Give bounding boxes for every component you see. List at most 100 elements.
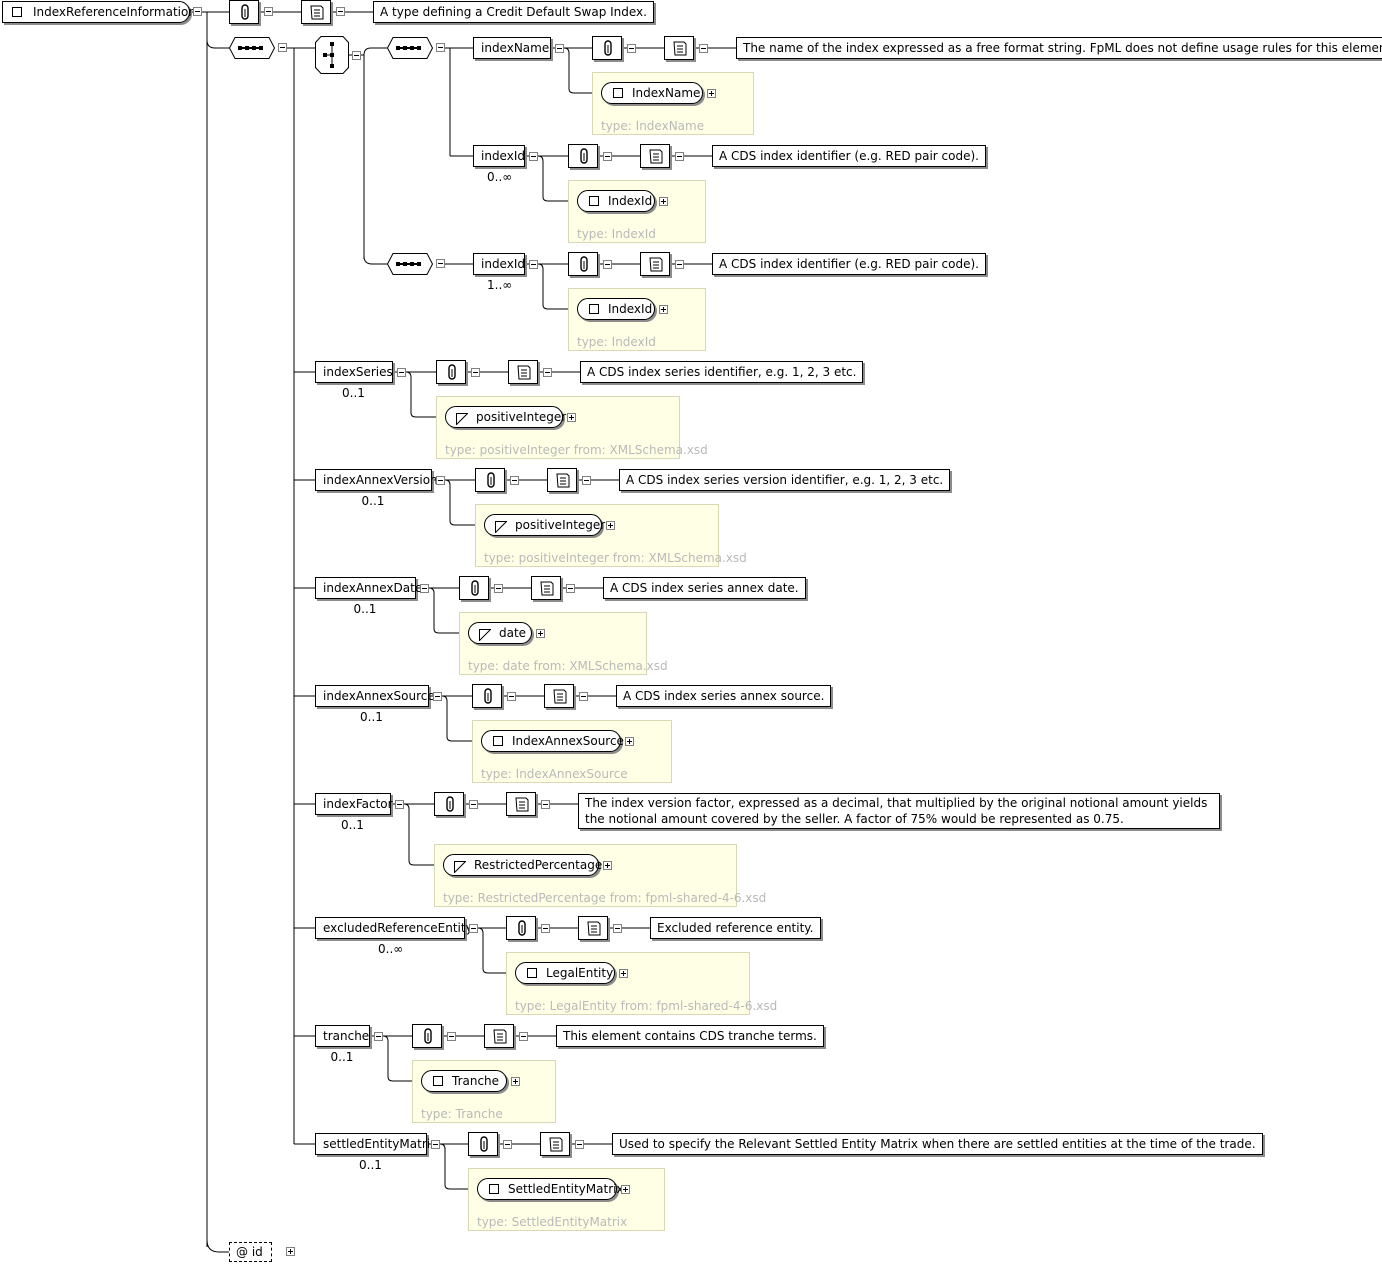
type-name: positiveInteger xyxy=(515,518,606,532)
collapse-toggle[interactable] xyxy=(529,260,538,269)
element-node-indexFactor[interactable]: indexFactor xyxy=(315,793,393,815)
connector-curve xyxy=(382,1035,421,1082)
collapse-toggle[interactable] xyxy=(627,44,636,53)
expand-toggle[interactable] xyxy=(606,521,615,530)
collapse-toggle[interactable] xyxy=(510,476,519,485)
collapse-toggle[interactable] xyxy=(193,7,202,16)
collapse-toggle[interactable] xyxy=(264,7,273,16)
collapse-toggle[interactable] xyxy=(603,260,612,269)
collapse-toggle[interactable] xyxy=(278,43,287,52)
collapse-toggle[interactable] xyxy=(541,800,550,809)
expand-toggle[interactable] xyxy=(619,969,628,978)
collapse-toggle[interactable] xyxy=(436,259,445,268)
collapse-toggle[interactable] xyxy=(575,1140,584,1149)
type-reference-IndexName[interactable]: IndexName xyxy=(601,82,703,104)
collapse-toggle[interactable] xyxy=(541,924,550,933)
type-label: type: date from: XMLSchema.xsd xyxy=(468,659,668,673)
collapse-toggle[interactable] xyxy=(469,924,478,933)
sequence-compositor-icon[interactable] xyxy=(386,37,434,59)
collapse-toggle[interactable] xyxy=(543,368,552,377)
element-node-indexName[interactable]: indexName xyxy=(473,37,551,59)
collapse-toggle[interactable] xyxy=(555,44,564,53)
sequence-compositor-icon[interactable] xyxy=(386,253,434,275)
expand-toggle[interactable] xyxy=(625,737,634,746)
connector-curve xyxy=(444,479,484,526)
type-reference-RestrictedPercentage[interactable]: RestrictedPercentage xyxy=(443,854,602,876)
type-label: type: LegalEntity from: fpml-shared-4-6.… xyxy=(515,999,778,1013)
connector-curve xyxy=(428,587,468,634)
expand-toggle[interactable] xyxy=(511,1077,520,1086)
type-reference-Tranche[interactable]: Tranche xyxy=(421,1070,507,1092)
collapse-toggle[interactable] xyxy=(507,692,516,701)
collapse-toggle[interactable] xyxy=(433,692,442,701)
type-name: SettledEntityMatrix xyxy=(508,1182,624,1196)
collapse-toggle[interactable] xyxy=(397,368,406,377)
attribute-id[interactable]: @ id xyxy=(229,1242,272,1262)
connector-curve xyxy=(563,47,601,94)
complex-type-icon xyxy=(589,196,599,206)
expand-toggle[interactable] xyxy=(603,861,612,870)
element-node-settledEntityMatrix[interactable]: settledEntityMatrix xyxy=(315,1133,437,1155)
collapse-toggle[interactable] xyxy=(494,584,503,593)
annotation-icon xyxy=(592,36,622,60)
collapse-toggle[interactable] xyxy=(519,1032,528,1041)
collapse-toggle[interactable] xyxy=(436,43,445,52)
type-reference-IndexId[interactable]: IndexId xyxy=(577,298,655,320)
collapse-toggle[interactable] xyxy=(431,1140,440,1149)
expand-toggle[interactable] xyxy=(567,413,576,422)
type-reference-positiveInteger[interactable]: positiveInteger xyxy=(445,406,566,428)
collapse-toggle[interactable] xyxy=(579,692,588,701)
expand-toggle[interactable] xyxy=(621,1185,630,1194)
type-reference-positiveInteger[interactable]: positiveInteger xyxy=(484,514,606,536)
collapse-toggle[interactable] xyxy=(374,1032,383,1041)
collapse-toggle[interactable] xyxy=(471,368,480,377)
expand-toggle[interactable] xyxy=(536,629,545,638)
type-reference-LegalEntity[interactable]: LegalEntity xyxy=(515,962,615,984)
type-label: type: SettledEntityMatrix xyxy=(477,1215,628,1229)
expand-toggle[interactable] xyxy=(659,305,668,314)
element-node-excludedReferenceEntity[interactable]: excludedReferenceEntity xyxy=(315,917,473,939)
collapse-toggle[interactable] xyxy=(603,152,612,161)
element-documentation: This element contains CDS tranche terms. xyxy=(556,1025,824,1047)
collapse-toggle[interactable] xyxy=(336,7,345,16)
expand-toggle[interactable] xyxy=(286,1247,295,1256)
element-node-tranche[interactable]: tranche xyxy=(315,1025,370,1047)
collapse-toggle[interactable] xyxy=(469,800,478,809)
collapse-toggle[interactable] xyxy=(675,152,684,161)
collapse-toggle[interactable] xyxy=(699,44,708,53)
collapse-toggle[interactable] xyxy=(420,584,429,593)
occurrence-label: 1..∞ xyxy=(487,278,513,292)
root-element-node[interactable]: IndexReferenceInformation xyxy=(2,1,196,23)
element-node-indexAnnexVersion[interactable]: indexAnnexVersion xyxy=(315,469,438,491)
expand-toggle[interactable] xyxy=(707,89,716,98)
type-reference-SettledEntityMatrix[interactable]: SettledEntityMatrix xyxy=(477,1178,624,1200)
element-node-indexId[interactable]: indexId xyxy=(473,253,525,275)
choice-compositor-icon[interactable] xyxy=(315,36,349,74)
occurrence-label: 0..∞ xyxy=(378,942,404,956)
collapse-toggle[interactable] xyxy=(675,260,684,269)
collapse-toggle[interactable] xyxy=(582,476,591,485)
collapse-toggle[interactable] xyxy=(436,476,445,485)
collapse-toggle[interactable] xyxy=(566,584,575,593)
element-node-indexAnnexDate[interactable]: indexAnnexDate xyxy=(315,577,422,599)
sequence-compositor-icon[interactable] xyxy=(228,37,276,59)
collapse-toggle[interactable] xyxy=(613,924,622,933)
expand-toggle[interactable] xyxy=(659,197,668,206)
occurrence-label: 0..∞ xyxy=(487,170,513,184)
type-reference-IndexId[interactable]: IndexId xyxy=(577,190,655,212)
collapse-toggle[interactable] xyxy=(447,1032,456,1041)
element-node-indexAnnexSource[interactable]: indexAnnexSource xyxy=(315,685,435,707)
collapse-toggle[interactable] xyxy=(395,800,404,809)
collapse-toggle[interactable] xyxy=(503,1140,512,1149)
simple-type-icon xyxy=(454,859,467,874)
type-reference-date[interactable]: date xyxy=(468,622,532,644)
root-element-name: IndexReferenceInformation xyxy=(33,5,196,19)
type-name: Tranche xyxy=(452,1074,500,1088)
collapse-toggle[interactable] xyxy=(529,152,538,161)
element-node-indexSeries[interactable]: indexSeries xyxy=(315,361,393,383)
type-reference-IndexAnnexSource[interactable]: IndexAnnexSource xyxy=(481,730,624,752)
element-node-indexId[interactable]: indexId xyxy=(473,145,525,167)
connector-curve xyxy=(537,263,577,310)
collapse-toggle[interactable] xyxy=(352,51,361,60)
